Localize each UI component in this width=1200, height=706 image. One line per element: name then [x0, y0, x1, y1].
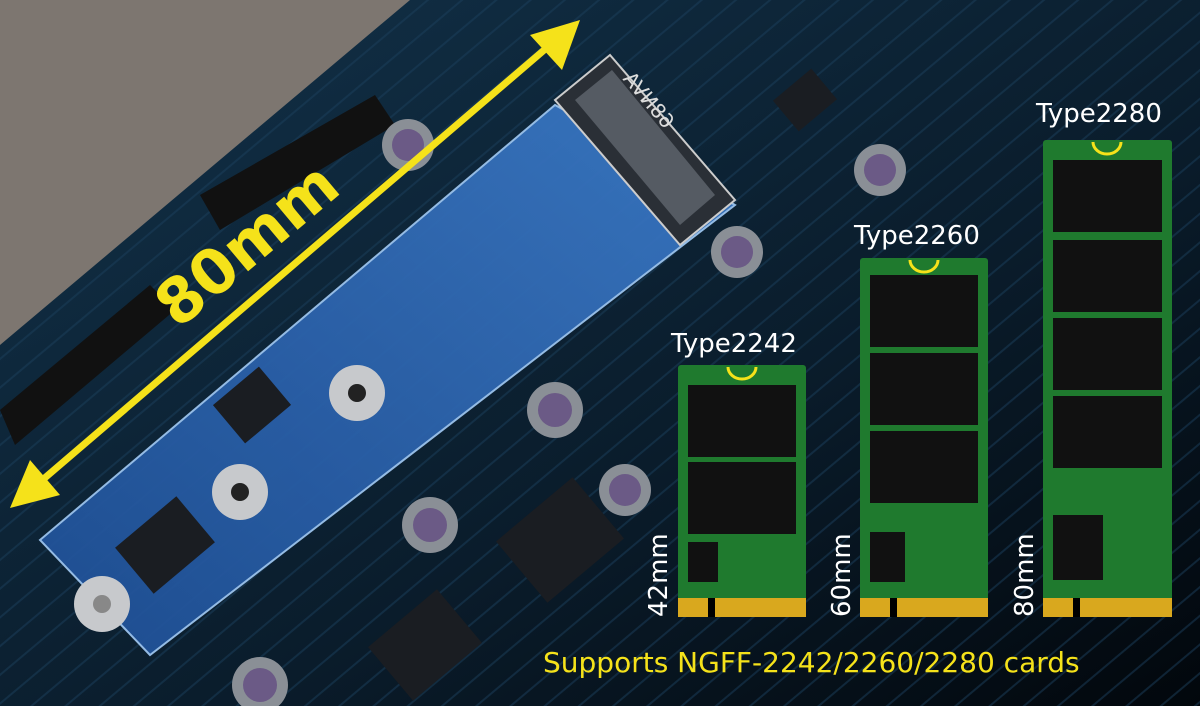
m2-connector: 68NVA — [553, 53, 737, 247]
length-arrow — [10, 20, 580, 508]
type-label-2280: Type2280 — [1035, 99, 1162, 129]
type-label-2260: Type2260 — [853, 221, 980, 251]
table-surface — [0, 0, 410, 345]
length-label-42mm: 42mm — [644, 533, 674, 617]
caption: Supports NGFF-2242/2260/2280 cards — [543, 646, 1080, 679]
length-label-60mm: 60mm — [827, 533, 857, 617]
mounting-screws — [74, 365, 385, 632]
type-label-2242: Type2242 — [670, 329, 797, 359]
card-2242 — [678, 365, 806, 617]
card-2260 — [860, 258, 988, 617]
capacitors — [232, 119, 906, 706]
card-2280 — [1043, 140, 1172, 617]
slot-chips — [115, 366, 292, 594]
board-chips — [368, 68, 838, 701]
pin-header — [0, 95, 395, 445]
length-label-80mm: 80mm — [1010, 533, 1040, 617]
